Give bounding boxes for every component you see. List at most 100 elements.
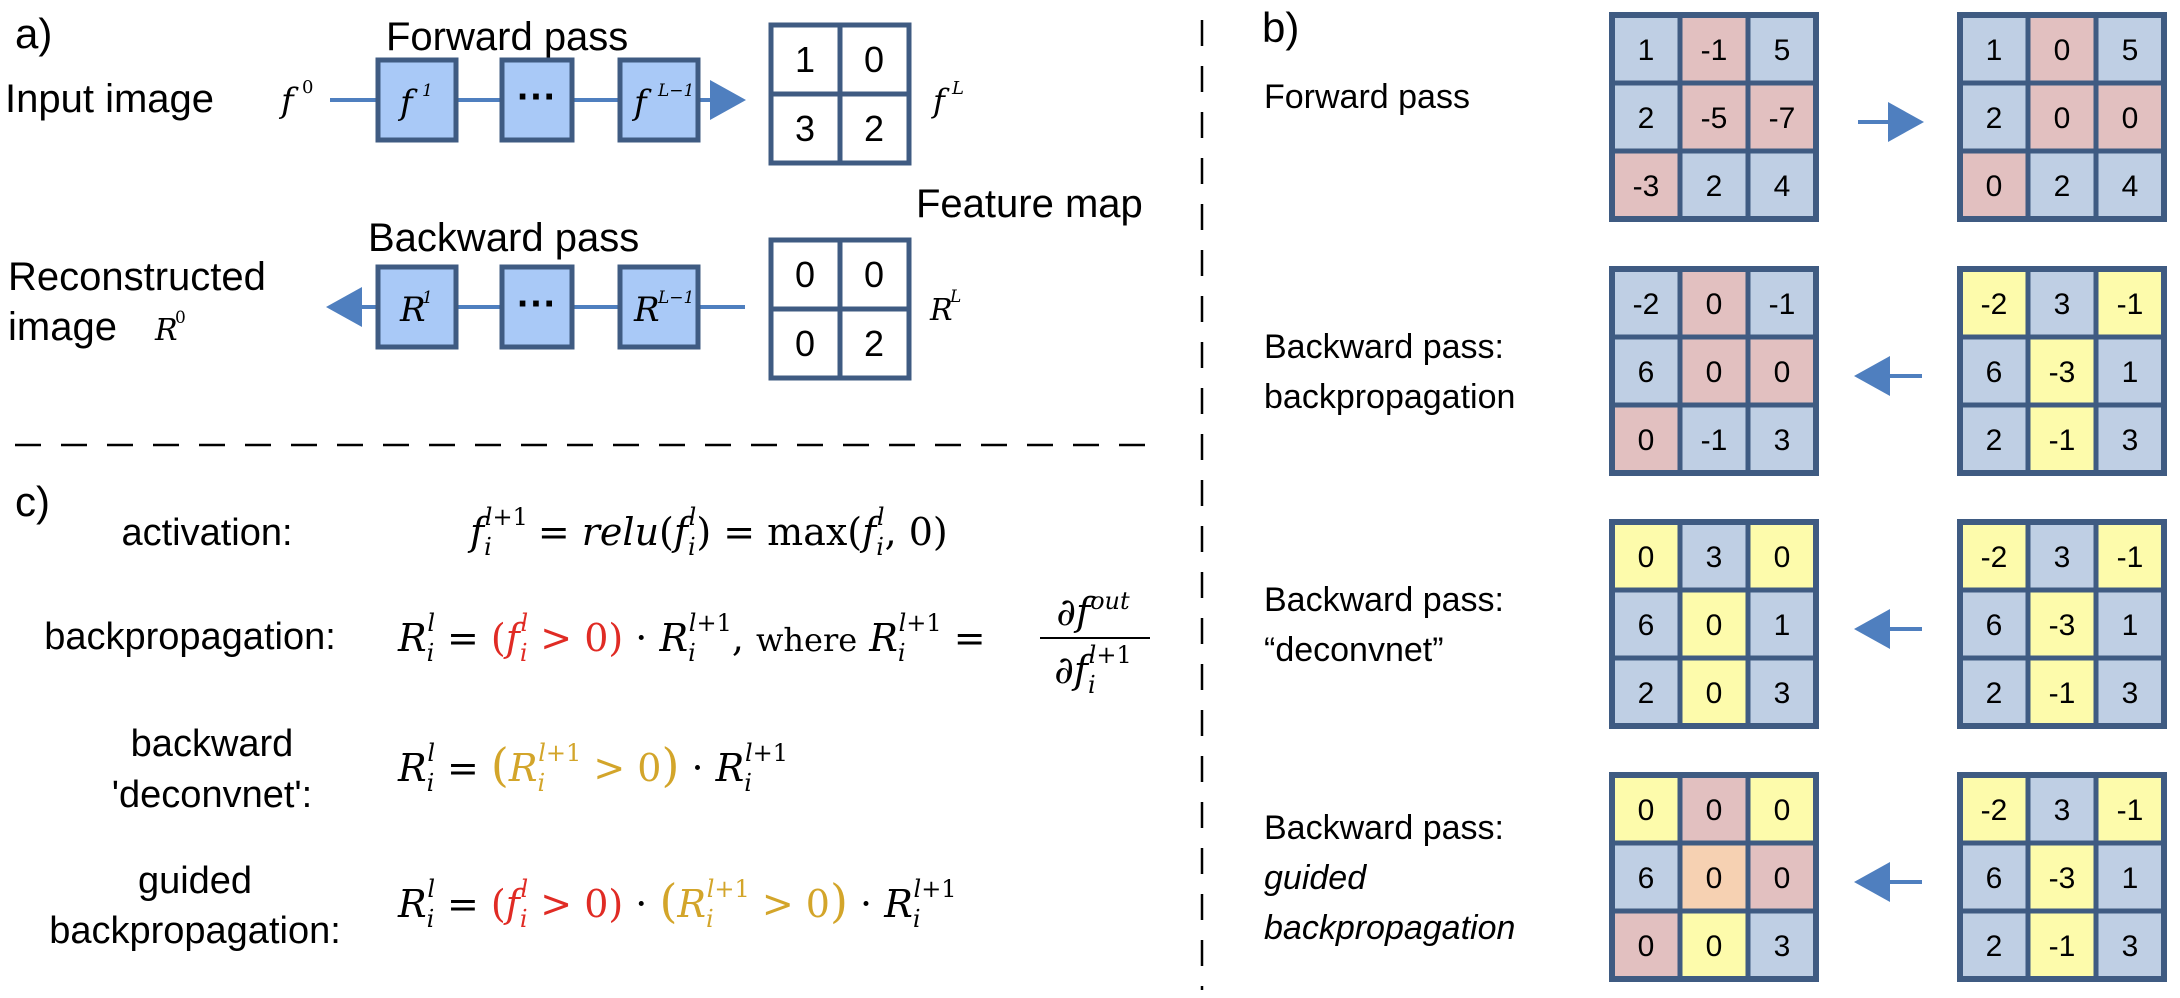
matrix-cell-value: -3 xyxy=(2049,356,2076,389)
matrix-cell xyxy=(1677,334,1751,408)
matrix-cell-value: 0 xyxy=(2054,102,2071,135)
feature-map-cell: 0 xyxy=(864,254,884,295)
guided-label-line1: guided xyxy=(138,860,252,902)
backward-layer-sup: 1 xyxy=(422,288,433,308)
matrix-cell-value: 1 xyxy=(2122,609,2139,642)
matrix-cell-value: -1 xyxy=(2117,541,2144,574)
panel-b-row-label: Backward pass: xyxy=(1264,328,1504,366)
matrix-cell-value: 6 xyxy=(1986,356,2003,389)
panel-c: c) activation: backpropagation: backward… xyxy=(15,478,1150,952)
forward-layer-ellipsis: ··· xyxy=(517,75,557,119)
input-symbol: f xyxy=(278,81,299,121)
matrix-cell xyxy=(1677,587,1751,661)
feature-map-cell: 0 xyxy=(795,254,815,295)
matrix-cell xyxy=(1609,908,1683,982)
matrix-cell xyxy=(1957,80,2031,154)
matrix-cell-value: 2 xyxy=(1986,102,2003,135)
matrix-cell-value: 6 xyxy=(1638,862,1655,895)
backprop-equation: Ril= (fil > 0) · Ril+1, where Ril+1 = xyxy=(397,609,986,667)
matrix-cell-value: 1 xyxy=(1774,609,1791,642)
forward-layer-sup: 1 xyxy=(422,81,433,101)
matrix-cell-value: -2 xyxy=(1981,794,2008,827)
matrix-cell-value: -1 xyxy=(1701,424,1728,457)
backward-layer-symbol: R xyxy=(399,290,426,330)
feature-map-backward: 0 0 0 2 xyxy=(768,237,912,381)
panel-b-row-label-italic: backpropagation xyxy=(1264,909,1515,947)
backward-layer-box: RL−1 xyxy=(617,264,701,350)
matrix-cell-value: 0 xyxy=(1638,424,1655,457)
matrix-cell-value: 3 xyxy=(2122,677,2139,710)
panel-b-row-label: Forward pass xyxy=(1264,78,1470,116)
matrix-cell-value: 0 xyxy=(1638,930,1655,963)
matrix-cell-value: 3 xyxy=(1774,930,1791,963)
backward-pass-title: Backward pass xyxy=(368,216,639,260)
matrix-cell-value: 2 xyxy=(1706,170,1723,203)
matrix-cell-value: 0 xyxy=(1706,288,1723,321)
matrix-cell-value: 1 xyxy=(1638,34,1655,67)
matrix-cell xyxy=(2025,80,2099,154)
panel-b-row-label-italic: guided xyxy=(1264,859,1367,897)
matrix-cell-value: 6 xyxy=(1638,609,1655,642)
matrix-cell-value: -3 xyxy=(2049,609,2076,642)
matrix-cell-value: -7 xyxy=(1769,102,1796,135)
matrix-cell xyxy=(2025,587,2099,661)
panel-b-row-label: Backward pass: xyxy=(1264,809,1504,847)
input-sup: 0 xyxy=(302,77,313,98)
matrix-cell-value: 3 xyxy=(2054,794,2071,827)
matrix-cell-value: 0 xyxy=(1638,794,1655,827)
matrix-cell-value: 3 xyxy=(1774,677,1791,710)
activation-label: activation: xyxy=(121,512,292,554)
matrix-cell-value: -1 xyxy=(1769,288,1796,321)
matrix-cell-value: 2 xyxy=(1638,677,1655,710)
panel-b-row-label: backpropagation xyxy=(1264,378,1515,416)
feature-map-forward-symbol: f xyxy=(931,82,950,120)
matrix-cell-value: 0 xyxy=(1706,794,1723,827)
activation-equation: fil+1= relu(fil) = max(fil, 0) xyxy=(467,503,948,561)
reconstructed-label: Reconstructed xyxy=(8,255,266,299)
image-label: image xyxy=(8,305,117,349)
matrix-cell xyxy=(1745,80,1819,154)
backward-layer-ellipsis: ··· xyxy=(517,282,557,326)
max-text: max xyxy=(767,510,847,554)
panel-b-row-label: Backward pass: xyxy=(1264,581,1504,619)
matrix-cell-value: 0 xyxy=(2122,102,2139,135)
input-image-label: Input image xyxy=(5,77,214,121)
matrix-cell-value: 0 xyxy=(1638,541,1655,574)
backpropagation-label: backpropagation: xyxy=(44,616,336,658)
feature-map-cell: 3 xyxy=(795,108,815,149)
matrix-cell-value: 3 xyxy=(1706,541,1723,574)
panel-c-label: c) xyxy=(15,478,50,525)
fraction-denominator: ∂fil+1 xyxy=(1054,641,1132,699)
matrix-cell-value: -1 xyxy=(2117,794,2144,827)
feature-map-cell: 0 xyxy=(795,323,815,364)
backward-layer-sup: L−1 xyxy=(657,288,694,308)
matrix-cell-value: 3 xyxy=(2122,930,2139,963)
matrix-cell-value: -1 xyxy=(2049,930,2076,963)
matrix-cell-value: 0 xyxy=(1706,930,1723,963)
matrix-cell-value: 1 xyxy=(2122,862,2139,895)
matrix-cell-value: 2 xyxy=(1638,102,1655,135)
feature-map-cell: 2 xyxy=(864,323,884,364)
matrix-cell-value: 3 xyxy=(2054,288,2071,321)
matrix-cell-value: 0 xyxy=(1774,794,1791,827)
matrix-cell-value: -5 xyxy=(1701,102,1728,135)
deconvnet-equation: Ril= (Ril+1 > 0) · Ril+1 xyxy=(397,738,788,797)
matrix-cell-value: -3 xyxy=(1633,170,1660,203)
matrix-cell-value: 2 xyxy=(1986,424,2003,457)
backward-layer-box: ··· xyxy=(499,264,575,350)
matrix-cell-value: 2 xyxy=(1986,677,2003,710)
matrix-cell-value: 5 xyxy=(1774,34,1791,67)
matrix-cell-value: 0 xyxy=(1774,541,1791,574)
deconvnet-label-line2: 'deconvnet': xyxy=(112,774,312,816)
